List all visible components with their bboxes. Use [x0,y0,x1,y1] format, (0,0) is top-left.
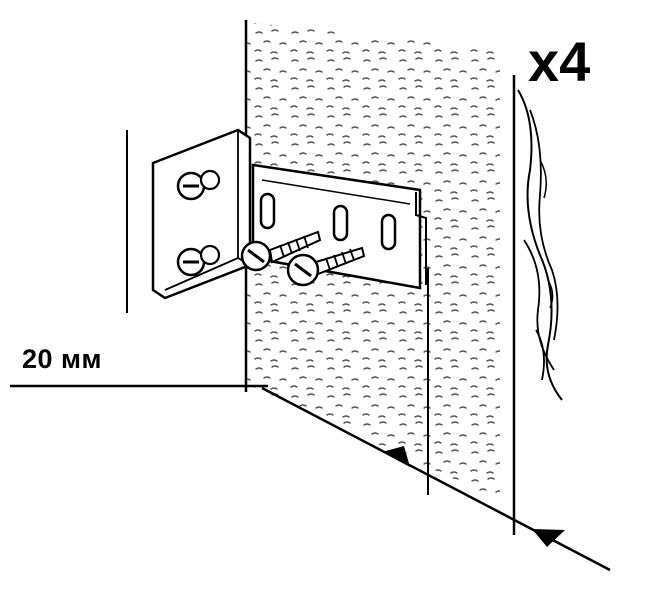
measurement-guides [10,130,268,388]
mounting-slot [332,204,349,242]
arrow-icon [532,529,565,547]
screw-icon [286,246,366,287]
flange-bolt [176,169,221,201]
bottom-edge-line [261,386,611,572]
flange-bolt [176,244,221,277]
mounting-slot [380,213,397,251]
wall-edge [512,75,563,535]
screw-icon [240,230,322,272]
distance-label: 20 мм [22,344,102,374]
quantity-label: x4 [528,30,591,93]
arrow-icon [382,446,410,467]
mounting-slot [259,192,276,230]
l-bracket-icon [151,128,252,300]
